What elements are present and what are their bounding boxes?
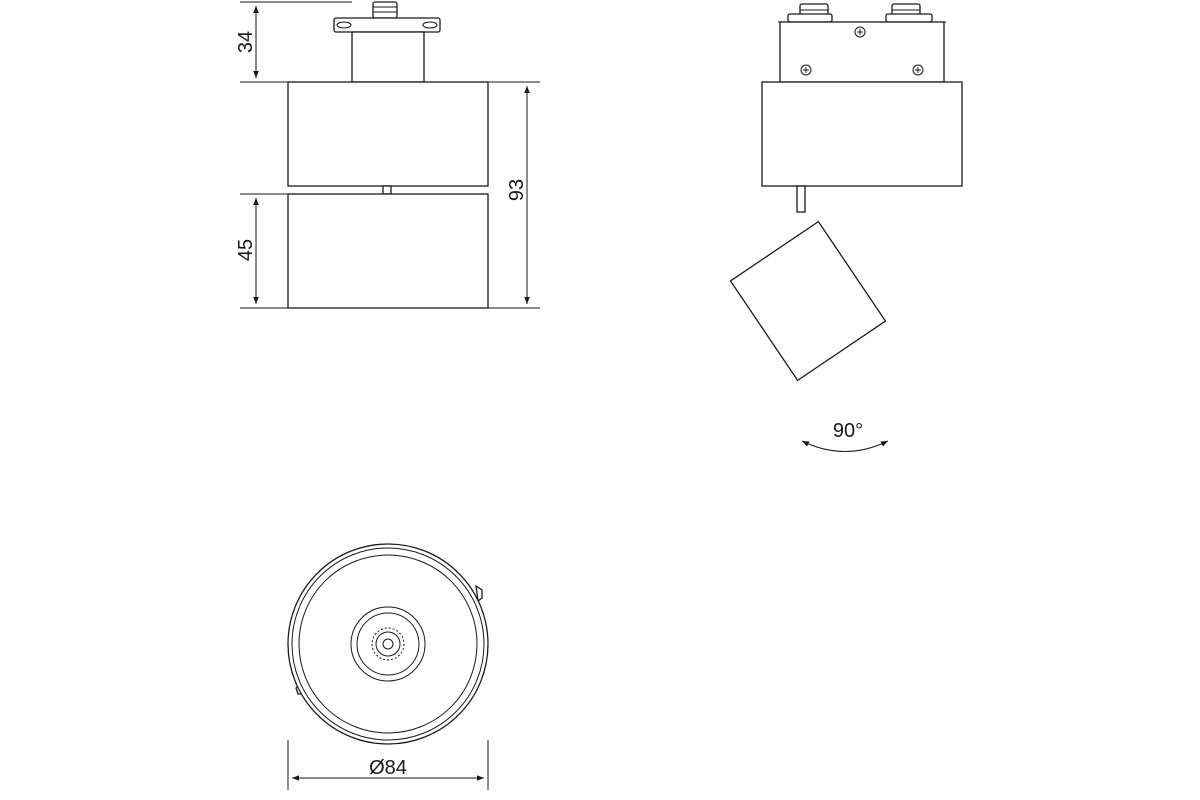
- screw-icon: [800, 64, 812, 76]
- bottom-view: Ø84: [287, 543, 489, 790]
- dimension-mount-height: 34: [235, 1, 352, 83]
- dimension-label-diameter: Ø84: [369, 757, 407, 779]
- reflector-ring: [298, 554, 478, 734]
- screw-icon: [854, 26, 866, 38]
- dimension-tilt-angle: 90°: [801, 420, 889, 452]
- led-chip: [382, 638, 394, 650]
- side-adapter: [778, 3, 946, 83]
- dimension-label-90: 90°: [833, 420, 863, 442]
- led-ring: [375, 631, 401, 657]
- outer-rim: [287, 543, 489, 745]
- screw-icon: [912, 64, 924, 76]
- front-driver-housing: [287, 81, 489, 187]
- front-lamp-head: [287, 193, 489, 309]
- inner-rim: [291, 547, 485, 741]
- side-pivot-arm: [796, 185, 806, 213]
- front-joint: [382, 185, 392, 195]
- side-tilted-lamp-head: [729, 220, 887, 382]
- dimension-total-height: 93: [488, 81, 540, 309]
- dimension-label-34: 34: [235, 31, 257, 53]
- led-dashed-ring: [371, 627, 405, 661]
- dimension-label-45: 45: [235, 239, 257, 261]
- lens-outer: [350, 606, 426, 682]
- dimension-label-93: 93: [506, 179, 528, 201]
- side-view: 90°: [729, 3, 963, 452]
- front-adapter: [333, 1, 441, 83]
- front-view: 34 45 93: [235, 1, 540, 309]
- dimension-head-height: 45: [235, 193, 288, 309]
- side-driver-housing: [761, 81, 963, 187]
- dimension-diameter: Ø84: [287, 740, 489, 790]
- lens-inner: [356, 612, 420, 676]
- bottom-tab: [475, 584, 483, 603]
